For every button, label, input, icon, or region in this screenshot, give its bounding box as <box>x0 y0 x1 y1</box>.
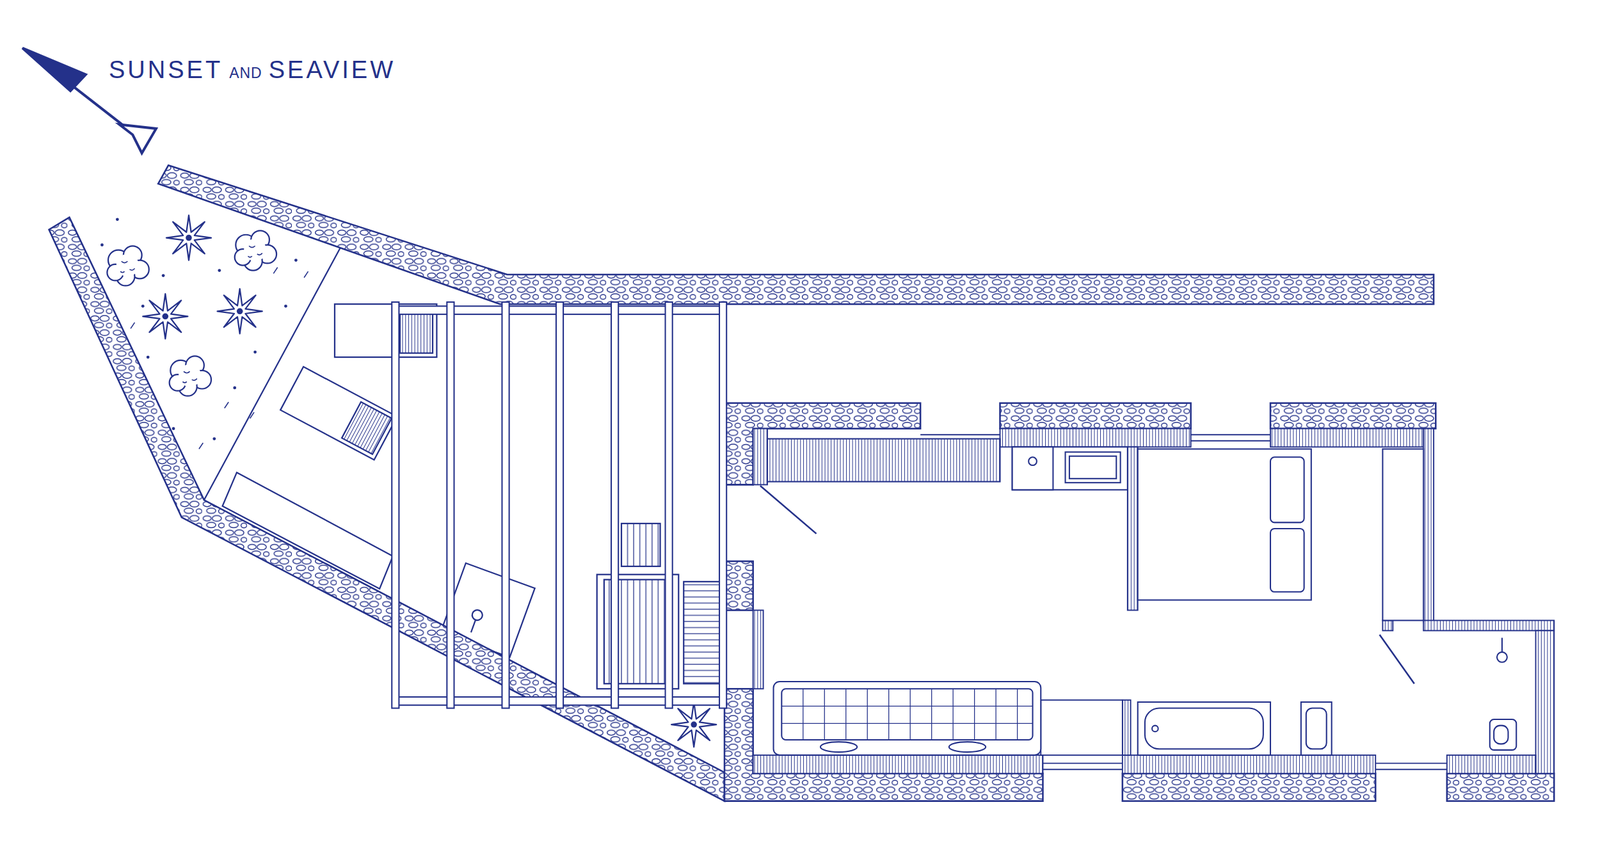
wardrobe <box>1382 449 1424 621</box>
stone-wall <box>1000 403 1192 429</box>
stone-wall <box>724 561 754 611</box>
bathtub-drain <box>1152 725 1159 733</box>
title-word: SEAVIEW <box>268 56 396 84</box>
stone-wall <box>1122 773 1376 802</box>
wall-lining <box>1000 428 1192 448</box>
pergola-rafter <box>556 302 564 709</box>
sofa <box>773 681 1042 756</box>
stone-wall <box>49 217 725 802</box>
sofa-seat <box>781 688 1033 740</box>
pergola <box>391 302 727 709</box>
partition-wall <box>1382 620 1393 631</box>
pergola-rafter <box>719 302 727 709</box>
terrace-furniture <box>222 304 723 689</box>
stone-wall <box>1447 773 1554 802</box>
shower-pipe <box>1501 638 1503 653</box>
agave-plant <box>671 702 717 747</box>
shrub <box>234 230 277 271</box>
chair <box>621 523 661 567</box>
stone-wall <box>1270 403 1436 429</box>
washbasin <box>1301 702 1332 756</box>
step <box>1040 700 1123 756</box>
agave-plant <box>217 288 263 334</box>
stove <box>1012 446 1054 490</box>
shrub <box>169 355 212 396</box>
interior-walls <box>753 428 1555 774</box>
stone-wall <box>158 165 1434 304</box>
pergola-rafter <box>446 302 454 709</box>
door <box>1379 634 1415 685</box>
shower-drain <box>1496 652 1508 663</box>
partition-wall <box>1423 620 1554 631</box>
title-word: SUNSET <box>108 56 223 84</box>
pillow <box>1270 456 1305 523</box>
partition-wall <box>1423 428 1434 623</box>
counter <box>1012 446 1128 490</box>
arrow-head <box>22 48 86 91</box>
kitchen <box>760 439 1128 534</box>
toilet-bowl <box>1493 725 1508 745</box>
title-word: AND <box>229 64 263 82</box>
cushion <box>949 741 986 752</box>
agave-plant <box>142 293 188 339</box>
title-row: SUNSET AND SEAVIEW <box>102 56 396 84</box>
window-wall <box>753 609 764 689</box>
bathtub-basin <box>1144 708 1264 750</box>
partition-wall <box>1536 630 1555 774</box>
pillow <box>1270 528 1305 592</box>
pergola-rafter <box>391 302 399 709</box>
shrub <box>106 245 149 286</box>
sofa-frame <box>773 681 1042 756</box>
wall-lining <box>1122 755 1376 774</box>
sun-lounger <box>280 366 397 460</box>
bedroom <box>1137 449 1424 621</box>
wall-lining <box>753 428 768 486</box>
wall-lining <box>1447 755 1536 774</box>
wall-lining <box>753 755 1044 774</box>
garden-edge <box>204 245 342 501</box>
partition-wall <box>1122 700 1131 756</box>
arrow-fletching <box>119 124 157 154</box>
bathroom <box>1137 634 1517 756</box>
pergola-rafter <box>611 302 619 709</box>
wall-lining <box>1270 428 1424 448</box>
bathtub <box>1137 702 1271 756</box>
hob <box>1028 456 1037 466</box>
washbasin-bowl <box>1306 708 1327 750</box>
agave-plant <box>166 215 212 260</box>
sofa-tufting <box>781 688 1033 740</box>
sink-bowl <box>1069 456 1117 479</box>
counter <box>767 439 1001 482</box>
sink <box>1065 451 1121 483</box>
bed <box>1137 449 1312 601</box>
stone-walls <box>49 165 1555 801</box>
door <box>760 485 817 534</box>
pergola-rafter <box>501 302 509 709</box>
cushion <box>820 741 857 752</box>
partition-wall <box>1127 446 1138 610</box>
pergola-rafter <box>665 302 673 709</box>
toilet <box>1489 719 1517 751</box>
deck-chair <box>683 581 723 684</box>
